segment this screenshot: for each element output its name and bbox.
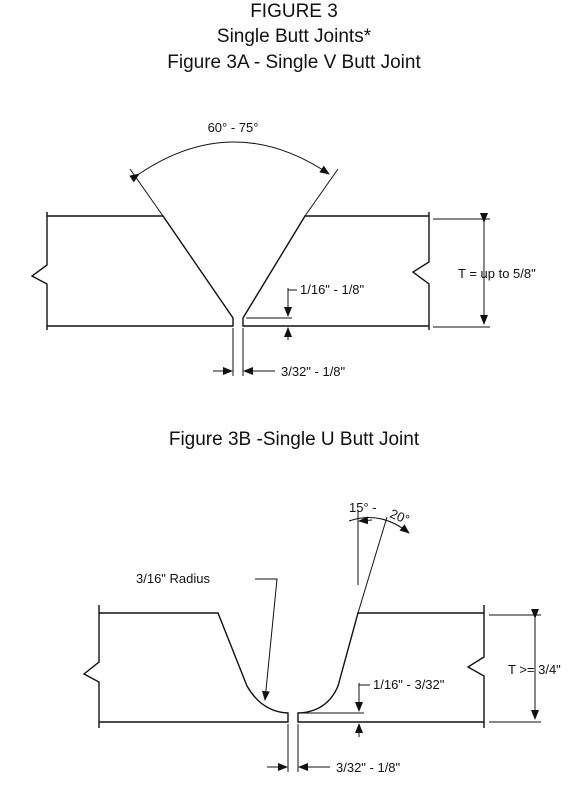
left-break-line xyxy=(82,605,100,728)
root-face-label: 1/16" - 3/32" xyxy=(373,677,445,692)
thickness-label: T >= 3/4" xyxy=(508,662,561,677)
right-plate-outline xyxy=(297,612,484,723)
left-bevel-extension xyxy=(129,168,164,217)
radius-label: 3/16" Radius xyxy=(136,571,210,586)
right-break-line xyxy=(466,605,485,728)
root-face-label: 1/16" - 1/8" xyxy=(300,282,365,297)
bevel-angle-label-a: 15° - xyxy=(349,500,377,515)
right-break-line xyxy=(411,212,430,330)
thickness-label: T = up to 5/8" xyxy=(458,266,536,281)
bevel-angle-arc xyxy=(348,516,410,534)
figure-3b-drawing: 15° - 20° 3/16" Radius T >= 3/4" 1/16" -… xyxy=(82,500,561,775)
root-gap-label: 3/32" - 1/8" xyxy=(281,364,346,379)
bevel-angle-label-b: 20° xyxy=(388,506,412,527)
root-gap-label: 3/32" - 1/8" xyxy=(336,760,401,775)
figure-subtitle: Single Butt Joints* xyxy=(216,26,372,47)
radius-leader xyxy=(255,578,278,701)
right-plate-outline xyxy=(242,215,429,327)
bevel-extension xyxy=(357,516,388,614)
bevel-angle-label: 60° - 75° xyxy=(208,120,259,135)
figure-3a-drawing: 60° - 75° T = up to 5/8" 1/16" - 1/8" 3/… xyxy=(30,120,536,379)
left-break-line xyxy=(30,212,48,330)
left-plate-outline xyxy=(47,215,234,327)
bevel-angle-arc xyxy=(129,141,330,183)
bevel-angle-arrow-left xyxy=(358,516,373,525)
figure-3a-title: Figure 3A - Single V Butt Joint xyxy=(167,52,421,73)
figure-3b-title: Figure 3B -Single U Butt Joint xyxy=(168,429,420,450)
figure-title: FIGURE 3 xyxy=(250,1,338,22)
left-plate-outline xyxy=(99,612,289,723)
right-bevel-extension xyxy=(304,168,339,217)
